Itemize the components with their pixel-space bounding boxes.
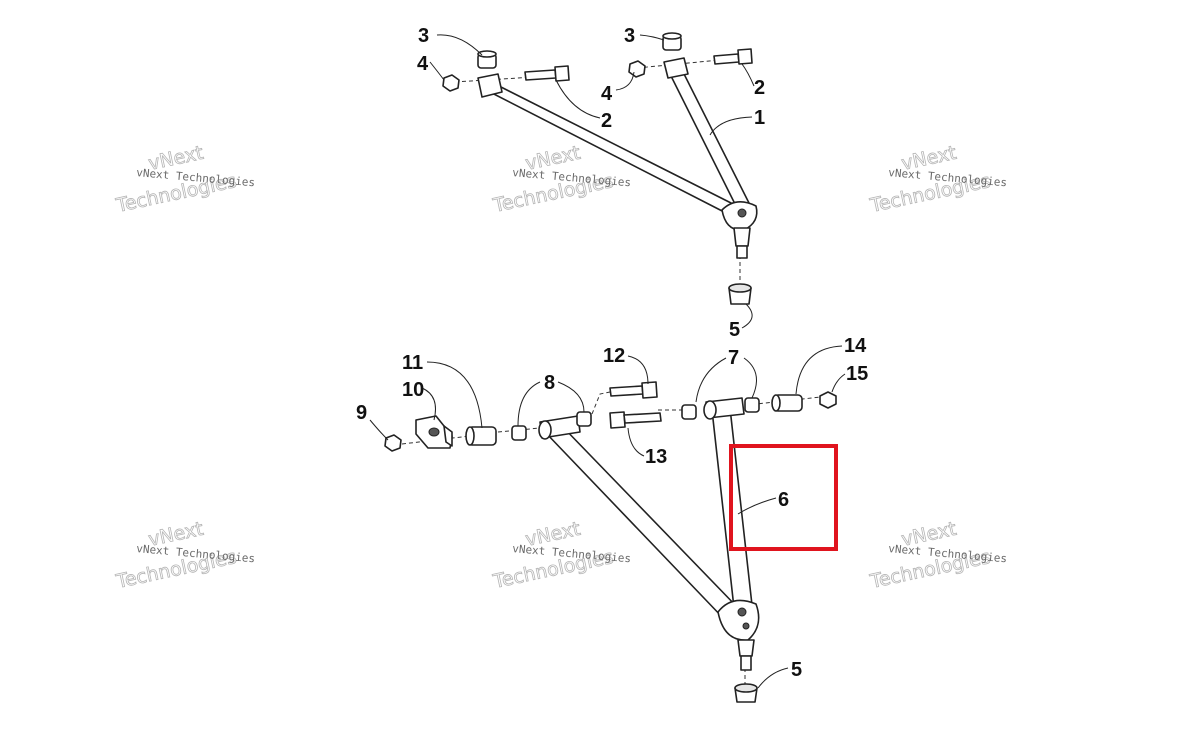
lower-ball-joint-stud [737,639,755,657]
callout-5-lower[interactable]: 5 [791,659,802,681]
lower-ball-joint-cap [734,683,758,703]
leader-2b [741,63,755,87]
watermark-top-left: vNext Technologies vNext Technologies [113,141,256,217]
callout-4-front[interactable]: 4 [601,83,613,105]
lower-front-bushing-right [744,397,760,413]
callout-1[interactable]: 1 [754,107,765,129]
callout-10[interactable]: 10 [402,379,424,401]
leader-4b [615,71,635,91]
watermark-bottom-left: vNext Technologies vNext Technologies [113,517,256,593]
callout-6[interactable]: 6 [778,489,789,511]
leader-1 [709,116,753,136]
callout-14[interactable]: 14 [844,335,867,357]
leader-3a [436,34,483,56]
lower-rear-spacer [465,426,497,446]
leader-7b [743,357,757,399]
upper-ball-joint-stud [733,227,751,247]
lower-rear-bushing-right [576,411,592,427]
callout-7[interactable]: 7 [728,347,739,369]
callout-3-front[interactable]: 3 [624,25,635,47]
callout-11[interactable]: 11 [402,352,423,374]
callout-15[interactable]: 15 [846,363,868,385]
leader-11 [426,361,483,429]
upper-rear-bushing [477,50,497,69]
lower-ball-joint-housing [717,599,760,641]
callout-9[interactable]: 9 [356,402,367,424]
leader-8b [557,381,585,413]
cam-bolt [609,381,658,399]
leader-3b [639,34,665,41]
callout-12[interactable]: 12 [603,345,625,367]
leader-15 [831,373,846,393]
lower-rear-pivot-sleeve-end [538,420,552,440]
lower-front-bolt-head [819,391,837,409]
watermark-bottom-center: vNext Technologies vNext Technologies [490,517,632,593]
callout-13[interactable]: 13 [645,446,667,468]
callout-4-rear[interactable]: 4 [417,53,429,75]
lower-ball-joint-hole-2 [742,622,750,630]
lower-ball-joint-thread [740,655,752,671]
callout-labels: 3 3 4 4 2 2 1 5 7 14 15 12 11 10 8 9 13 … [356,25,868,681]
lower-rear-pivot-bolt [609,411,662,429]
callout-2-front[interactable]: 2 [754,77,765,99]
leader-8a [517,381,541,427]
highlight-box-callout-6 [729,444,838,551]
upper-front-pivot-bracket [663,57,689,79]
lower-a-arm-assembly [384,381,837,703]
leader-10 [421,387,436,421]
leader-13 [627,427,645,457]
leader-4a [429,61,445,81]
leader-5a [741,303,753,329]
upper-front-bushing [662,32,682,51]
leader-7a [695,357,727,403]
lower-ball-joint-hole-1 [737,607,747,617]
upper-ball-joint-cap [728,283,752,305]
lower-rear-bushing-left [511,425,527,441]
upper-rear-pivot-bracket [477,73,503,98]
upper-front-nut [628,60,646,78]
upper-front-bolt [713,48,753,65]
callout-5-upper[interactable]: 5 [729,319,740,341]
upper-ball-joint-thread [736,245,748,259]
lower-left-axis-line [401,435,471,445]
leader-6 [737,497,777,515]
cam-plate [415,415,453,449]
lower-front-spacer [771,394,803,412]
upper-a-arm-assembly [442,32,758,305]
callout-2-rear[interactable]: 2 [601,110,612,132]
watermark-group: vNext Technologies vNext Technologies vN… [113,141,1008,593]
leader-14 [795,345,843,395]
upper-rear-nut [442,74,460,92]
callout-8[interactable]: 8 [544,372,555,394]
leader-5b [757,667,789,689]
leader-9 [369,419,389,441]
callout-3-rear[interactable]: 3 [418,25,429,47]
watermark-bottom-right: vNext Technologies vNext Technologies [867,517,1008,593]
lower-bolt-12-axis [591,391,611,415]
watermark-top-right: vNext Technologies vNext Technologies [867,141,1008,217]
lower-rear-nut [384,434,402,452]
leader-12 [627,355,649,385]
leader-2a [555,79,601,119]
upper-rear-bolt [524,65,570,82]
lower-front-bushing-left [681,404,697,420]
upper-ball-joint-hole [737,208,747,218]
lower-front-pivot-sleeve-end [703,400,717,420]
leader-lines [369,34,846,689]
